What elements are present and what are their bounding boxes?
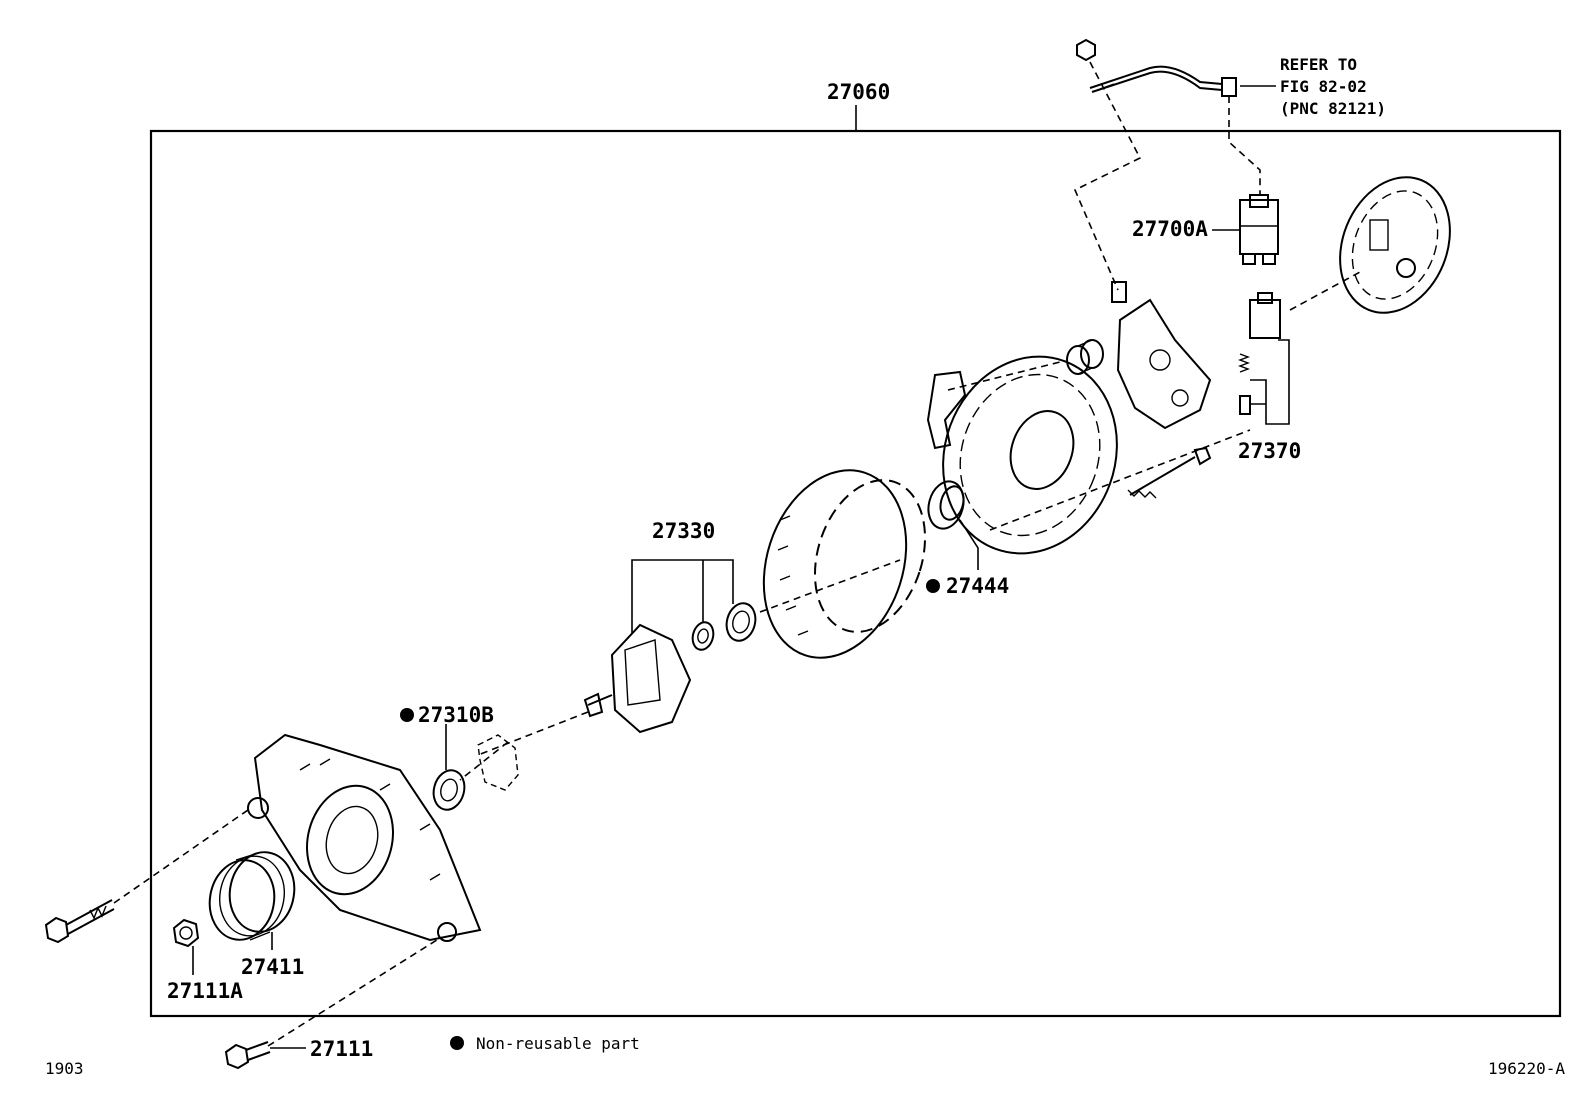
footer-left-code: 1903 bbox=[45, 1059, 84, 1078]
label-27330: 27330 bbox=[652, 519, 715, 543]
label-27700A: 27700A bbox=[1132, 217, 1208, 241]
leader-27370 bbox=[1250, 339, 1290, 425]
oil-seal-part bbox=[927, 480, 965, 530]
through-bolt-part bbox=[1127, 446, 1212, 499]
drive-end-frame-part bbox=[247, 733, 482, 942]
pulley-nut-part bbox=[172, 918, 200, 948]
label-27411: 27411 bbox=[241, 955, 304, 979]
refer-note-line-2: FIG 82-02 bbox=[1280, 77, 1367, 96]
refer-note-line-3: (PNC 82121) bbox=[1280, 99, 1386, 118]
brush-springs bbox=[1238, 353, 1251, 415]
leader-27330 bbox=[631, 559, 734, 634]
non-reusable-marker-27444 bbox=[926, 579, 940, 593]
rectifier-part bbox=[1111, 281, 1212, 430]
front-bearing-part bbox=[432, 769, 466, 811]
long-bolt-part bbox=[44, 899, 115, 944]
regulator-part bbox=[1239, 194, 1279, 265]
bushing-part bbox=[1066, 339, 1104, 375]
label-27370: 27370 bbox=[1238, 439, 1301, 463]
lower-bolt-axis-dash bbox=[267, 937, 441, 1047]
pulley-part bbox=[208, 851, 296, 941]
legend-text: Non-reusable part bbox=[476, 1034, 640, 1053]
label-27111A: 27111A bbox=[167, 979, 243, 1003]
non-reusable-marker-27310B bbox=[400, 708, 414, 722]
stator-part bbox=[762, 469, 927, 659]
refer-note-line-1: REFER TO bbox=[1280, 55, 1357, 74]
leader-27444 bbox=[959, 519, 979, 570]
bushing-axis-dash bbox=[947, 361, 1061, 391]
rotor-bearing-large bbox=[725, 602, 757, 642]
assembly-label: 27060 bbox=[827, 80, 890, 104]
regulator-dash bbox=[1228, 96, 1261, 196]
main-axis-dash bbox=[459, 711, 589, 781]
label-27111: 27111 bbox=[310, 1037, 373, 1061]
mount-bolt-part bbox=[224, 1041, 271, 1070]
retainer-plate-part bbox=[477, 734, 519, 791]
rotor-bearing-small bbox=[691, 621, 715, 651]
harness-dash bbox=[1073, 61, 1142, 291]
rotor-axis-dash bbox=[759, 271, 1361, 613]
rear-cover-part bbox=[1339, 176, 1451, 314]
wire-harness bbox=[1076, 38, 1237, 97]
legend-marker bbox=[450, 1036, 464, 1050]
assembly-frame bbox=[149, 129, 1562, 1018]
footer-right-code: 196220-A bbox=[1488, 1059, 1565, 1078]
rear-frame-part bbox=[926, 355, 1118, 555]
label-27444: 27444 bbox=[946, 574, 1009, 598]
label-27310B: 27310B bbox=[418, 703, 494, 727]
rotor-part bbox=[583, 623, 692, 734]
left-bolt-axis-dash bbox=[113, 809, 249, 904]
brush-holder-part bbox=[1249, 292, 1281, 339]
